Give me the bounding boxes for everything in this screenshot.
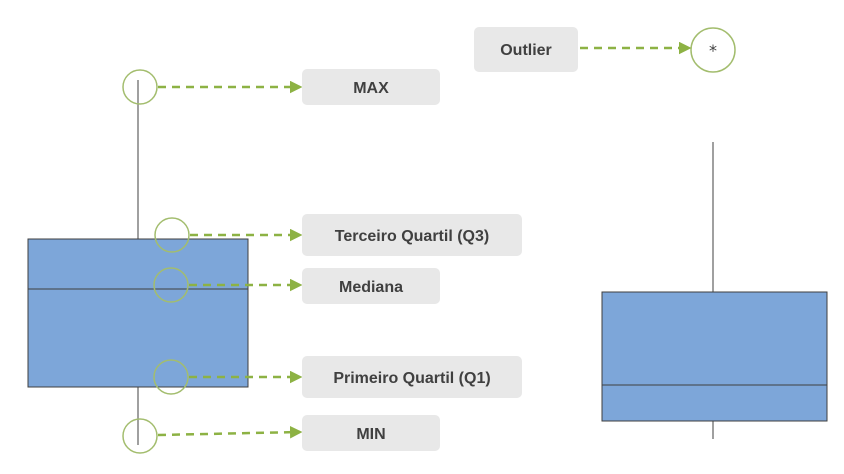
annotated-boxplot	[27, 80, 249, 445]
max-ring	[122, 69, 158, 105]
interquartile-box	[27, 238, 249, 388]
label-min-text: MIN	[356, 426, 385, 443]
label-q3: Terceiro Quartil (Q3)	[302, 214, 522, 256]
label-median-text: Mediana	[339, 279, 403, 296]
label-outlier: Outlier	[474, 27, 578, 72]
interquartile-box-right	[601, 291, 828, 422]
outlier-marker: *	[709, 41, 717, 60]
min-ring	[122, 418, 158, 454]
label-max: MAX	[302, 69, 440, 105]
min-connector	[157, 425, 303, 439]
q3-ring	[154, 217, 190, 253]
label-min: MIN	[302, 415, 440, 451]
outlier-boxplot	[601, 142, 828, 439]
label-q1: Primeiro Quartil (Q1)	[302, 356, 522, 398]
median-ring	[153, 267, 189, 303]
label-q1-text: Primeiro Quartil (Q1)	[333, 370, 490, 387]
label-max-text: MAX	[353, 80, 389, 97]
q1-ring	[153, 359, 189, 395]
label-median: Mediana	[302, 268, 440, 304]
label-q3-text: Terceiro Quartil (Q3)	[335, 228, 489, 245]
label-outlier-text: Outlier	[500, 42, 552, 59]
